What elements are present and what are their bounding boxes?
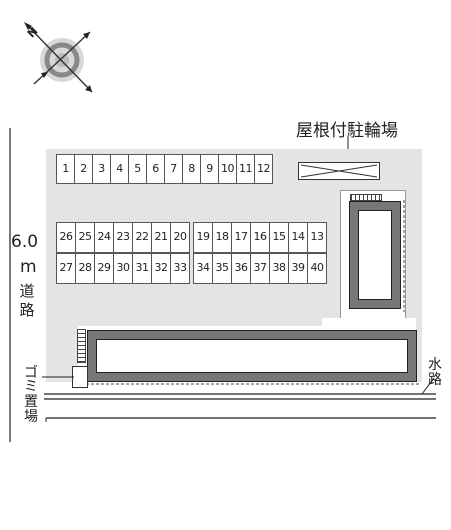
waterway-char-2: 路 — [428, 372, 442, 388]
parking-space-4: 4 — [110, 154, 129, 184]
parking-space-3: 3 — [92, 154, 111, 184]
parking-space-20: 20 — [170, 222, 190, 253]
parking-space-15: 15 — [269, 222, 289, 253]
compass-rose-icon — [24, 22, 93, 93]
road-name-char-1: 道 — [19, 282, 35, 300]
building-main — [87, 330, 417, 382]
parking-space-7: 7 — [164, 154, 183, 184]
parking-space-38: 38 — [269, 253, 289, 284]
parking-space-8: 8 — [182, 154, 201, 184]
parking-space-24: 24 — [94, 222, 114, 253]
bike-parking-label: 屋根付駐輪場 — [296, 121, 398, 141]
parking-space-5: 5 — [128, 154, 147, 184]
parking-space-30: 30 — [113, 253, 133, 284]
parking-space-34: 34 — [193, 253, 213, 284]
parking-space-35: 35 — [212, 253, 232, 284]
garbage-char-2: ミ — [24, 379, 38, 395]
parking-space-32: 32 — [151, 253, 171, 284]
parking-space-2: 2 — [74, 154, 93, 184]
parking-space-16: 16 — [250, 222, 270, 253]
parking-space-29: 29 — [94, 253, 114, 284]
parking-space-37: 37 — [250, 253, 270, 284]
stairs-main — [77, 329, 86, 363]
parking-space-33: 33 — [170, 253, 190, 284]
parking-space-14: 14 — [288, 222, 308, 253]
parking-space-27: 27 — [56, 253, 76, 284]
waterway-char-1: 水 — [428, 357, 442, 373]
garbage-char-3: 置 — [24, 394, 38, 410]
road-name-char-2: 路 — [19, 301, 35, 319]
parking-space-18: 18 — [212, 222, 232, 253]
road-width-unit: m — [20, 257, 37, 277]
parking-space-9: 9 — [200, 154, 219, 184]
parking-space-25: 25 — [75, 222, 95, 253]
parking-space-17: 17 — [231, 222, 251, 253]
garbage-char-4: 場 — [24, 409, 38, 425]
parking-space-39: 39 — [288, 253, 308, 284]
garbage-char-1: ゴ — [24, 365, 38, 381]
road-line-left — [9, 128, 11, 442]
parking-space-12: 12 — [254, 154, 273, 184]
parking-space-19: 19 — [193, 222, 213, 253]
parking-space-10: 10 — [218, 154, 237, 184]
parking-space-40: 40 — [307, 253, 327, 284]
waterway-leader-line — [421, 377, 435, 395]
parking-space-21: 21 — [151, 222, 171, 253]
parking-space-31: 31 — [132, 253, 152, 284]
parking-space-6: 6 — [146, 154, 165, 184]
parking-space-26: 26 — [56, 222, 76, 253]
parking-space-36: 36 — [231, 253, 251, 284]
parking-space-28: 28 — [75, 253, 95, 284]
bottom-walkway — [322, 318, 416, 328]
building-main-dashed-edge — [86, 383, 420, 385]
parking-space-11: 11 — [236, 154, 255, 184]
waterway-lines — [44, 393, 436, 422]
building-right — [349, 201, 401, 309]
parking-space-1: 1 — [56, 154, 75, 184]
building-right-dashed-edge — [403, 200, 405, 312]
garbage-leader-line — [42, 376, 74, 378]
road-width-value: 6.0 — [11, 232, 39, 252]
parking-space-22: 22 — [132, 222, 152, 253]
bike-parking-shelter — [298, 162, 380, 180]
parking-space-13: 13 — [307, 222, 327, 253]
compass: N — [14, 14, 94, 94]
stairs-right — [350, 194, 382, 201]
parking-space-23: 23 — [113, 222, 133, 253]
